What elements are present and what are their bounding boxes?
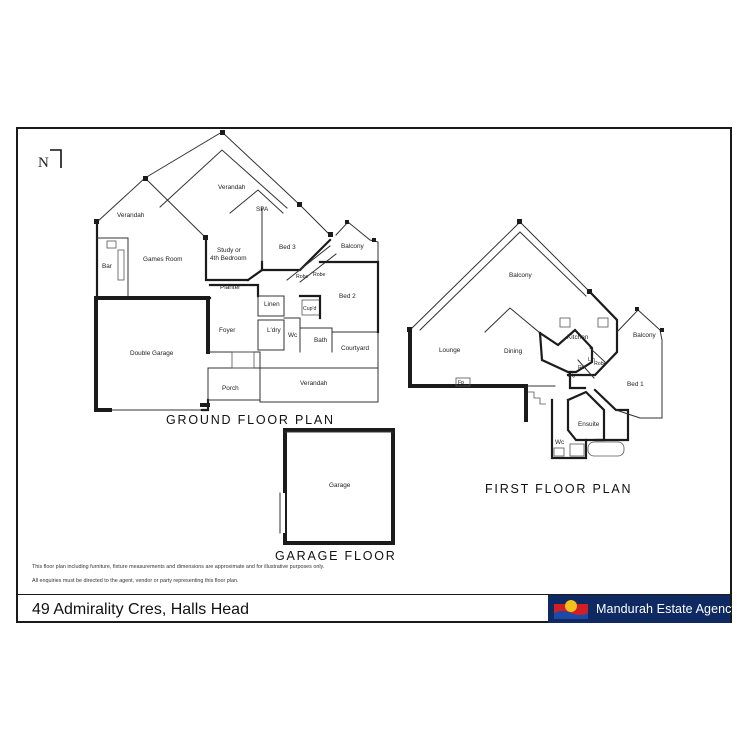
room-bed3: Bed 3 bbox=[279, 244, 296, 251]
north-label: N bbox=[38, 155, 49, 171]
first-floor-title: FIRST FLOOR PLAN bbox=[485, 482, 633, 496]
room-study-line2: 4th Bedroom bbox=[210, 255, 247, 262]
room-laundry: L'dry bbox=[267, 327, 281, 334]
property-address: 49 Admirality Cres, Halls Head bbox=[32, 601, 249, 618]
room-ref: Ref bbox=[578, 365, 587, 371]
floor-plan-frame bbox=[16, 127, 732, 623]
room-study-line1: Study or bbox=[217, 247, 242, 254]
room-bed2: Bed 2 bbox=[339, 293, 356, 300]
room-cupboard: Cup'd bbox=[303, 306, 317, 312]
room-garage: Garage bbox=[329, 482, 351, 489]
room-linen-ff: Lin bbox=[588, 357, 595, 363]
room-robe-2: Robe bbox=[313, 272, 326, 278]
room-wc: Wc bbox=[288, 332, 298, 339]
room-balcony: Balcony bbox=[341, 243, 365, 250]
first-floor-plan bbox=[408, 221, 663, 460]
room-verandah-top: Verandah bbox=[218, 184, 246, 191]
room-double-garage: Double Garage bbox=[130, 350, 174, 357]
room-dining: Dining bbox=[504, 348, 523, 355]
room-balcony-main: Balcony bbox=[509, 272, 533, 279]
ground-floor-title: GROUND FLOOR PLAN bbox=[166, 413, 335, 427]
room-robe-1: Robe bbox=[296, 274, 309, 280]
room-robe-ff: Robe bbox=[594, 361, 607, 367]
room-bar: Bar bbox=[102, 263, 113, 270]
fireplace-label: Fp bbox=[458, 380, 464, 386]
room-wc-ff: Wc bbox=[555, 439, 565, 446]
ground-floor-labels: Verandah Verandah SPA Study or 4th Bedro… bbox=[102, 184, 370, 392]
north-arrow-icon: N bbox=[38, 149, 62, 171]
room-balcony-side: Balcony bbox=[633, 332, 657, 339]
room-spa: SPA bbox=[256, 206, 269, 213]
first-floor-labels: Balcony Lounge Dining Kitchen Balcony Pt… bbox=[439, 272, 657, 446]
room-foyer: Foyer bbox=[219, 327, 236, 334]
room-lounge: Lounge bbox=[439, 347, 461, 354]
address-bar: 49 Admirality Cres, Halls Head Mandurah … bbox=[16, 594, 738, 624]
garage-floor-plan: Garage bbox=[279, 428, 395, 545]
room-games: Games Room bbox=[143, 256, 182, 263]
ground-floor-plan bbox=[94, 131, 380, 412]
room-ensuite: Ensuite bbox=[578, 421, 600, 428]
room-bed1: Bed 1 bbox=[627, 381, 644, 388]
room-verandah-front: Verandah bbox=[300, 380, 328, 387]
structural-posts bbox=[94, 130, 664, 332]
room-verandah-left: Verandah bbox=[117, 212, 145, 219]
room-kitchen: Kitchen bbox=[567, 334, 589, 341]
room-courtyard: Courtyard bbox=[341, 345, 370, 352]
room-planter: Planter bbox=[220, 284, 241, 291]
agency-logo-icon bbox=[554, 599, 588, 619]
room-porch: Porch bbox=[222, 385, 239, 392]
agency-banner: Mandurah Estate Agency bbox=[548, 595, 738, 623]
disclaimer-line-2: All enquiries must be directed to the ag… bbox=[32, 578, 239, 584]
room-bath: Bath bbox=[314, 337, 328, 344]
room-pantry: Pty bbox=[568, 373, 576, 379]
disclaimer-line-1: This floor plan including furniture, fix… bbox=[32, 564, 325, 570]
room-linen: Linen bbox=[264, 301, 280, 308]
garage-floor-title: GARAGE FLOOR bbox=[275, 549, 397, 563]
agency-name: Mandurah Estate Agency bbox=[596, 602, 738, 616]
